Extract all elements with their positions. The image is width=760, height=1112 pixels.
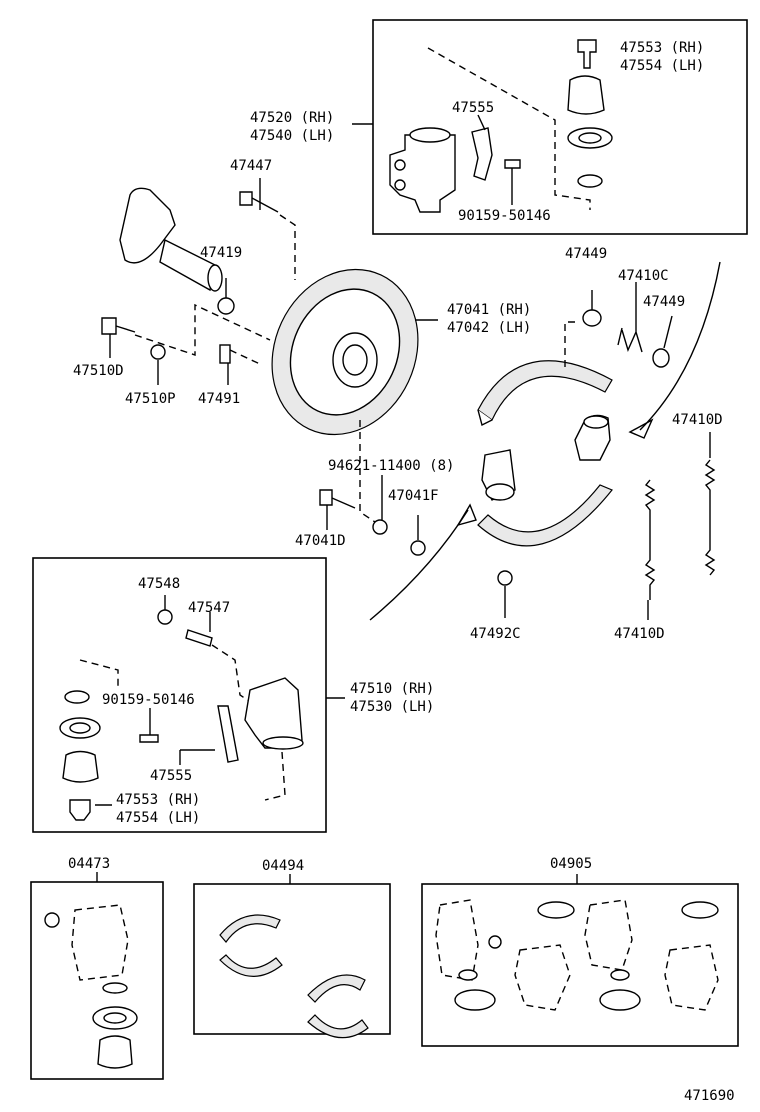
label-47547: 47547 [188,600,230,616]
kit-box-04494 [193,874,391,1039]
label-90159-50146-lower: 90159-50146 [102,692,195,708]
figure-number: 471690 [684,1088,735,1104]
label-47449-upper: 47449 [565,246,607,262]
label-47491: 47491 [198,391,240,407]
kit-box-04473 [30,872,164,1080]
kit-box-04905 [421,874,739,1047]
label-47554-lh-lower: 47554 (LH) [116,810,200,826]
wheel-cylinder-kit-box-lower [32,557,345,833]
label-47447: 47447 [230,158,272,174]
label-47410d-bottom: 47410D [614,626,665,642]
label-47540-lh: 47540 (LH) [250,128,334,144]
label-47555-upper: 47555 [452,100,494,116]
label-47041f: 47041F [388,488,439,504]
label-47553-rh-upper: 47553 (RH) [620,40,704,56]
label-47492c: 47492C [470,626,521,642]
label-47041d: 47041D [295,533,346,549]
label-47510d: 47510D [73,363,124,379]
label-94621-11400: 94621-11400 (8) [328,458,454,474]
label-47042-lh: 47042 (LH) [447,320,531,336]
label-04494: 04494 [262,858,304,874]
label-47041-rh: 47041 (RH) [447,302,531,318]
label-47553-rh-lower: 47553 (RH) [116,792,200,808]
label-47530-lh: 47530 (LH) [350,699,434,715]
label-47520-rh: 47520 (RH) [250,110,334,126]
label-47555-lower: 47555 [150,768,192,784]
label-04473: 04473 [68,856,110,872]
axle-and-backing-plate [101,178,438,535]
wheel-cylinder-kit-box-upper [352,19,748,235]
label-47410d-top: 47410D [672,412,723,428]
label-47510p: 47510P [125,391,176,407]
label-47419: 47419 [200,245,242,261]
label-90159-50146-upper: 90159-50146 [458,208,551,224]
label-47554-lh-upper: 47554 (LH) [620,58,704,74]
label-47449-lower: 47449 [643,294,685,310]
label-04905: 04905 [550,856,592,872]
label-47548: 47548 [138,576,180,592]
label-47410c: 47410C [618,268,669,284]
label-47510-rh: 47510 (RH) [350,681,434,697]
brake-shoes-and-springs [369,261,721,621]
